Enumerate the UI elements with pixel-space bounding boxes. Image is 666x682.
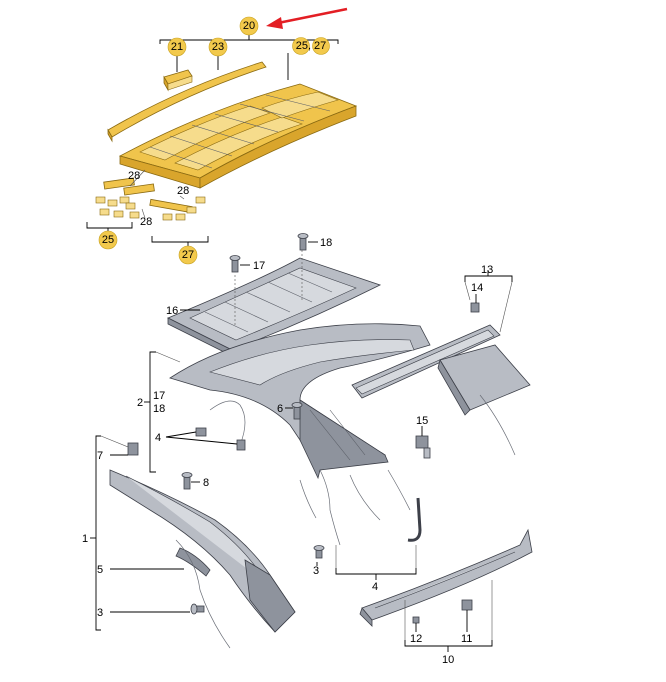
badge-27-label: 27 — [182, 249, 194, 261]
part-23-strip — [107, 61, 267, 143]
clip-icon — [461, 599, 473, 611]
screw-icon — [229, 255, 241, 273]
clip-icon — [127, 442, 139, 456]
label-12: 12 — [410, 633, 422, 645]
badge-23: 23 — [208, 37, 228, 57]
part-16-roof-panel — [167, 250, 382, 357]
clip-icon — [195, 427, 246, 451]
label-16: 16 — [166, 305, 178, 317]
label-6: 6 — [277, 403, 283, 415]
badge-23-label: 23 — [212, 41, 224, 53]
label-18-mid: 18 — [153, 403, 165, 415]
part-2-headliner — [169, 323, 431, 480]
label-3-mid: 3 — [313, 565, 319, 577]
part-28-clips — [95, 177, 206, 221]
label-1: 1 — [82, 533, 88, 545]
badge-20-label: 20 — [243, 20, 255, 32]
part-13-rail — [351, 324, 531, 416]
label-28-c: 28 — [177, 185, 189, 197]
label-3-left: 3 — [97, 607, 103, 619]
part-10-rail — [359, 528, 533, 627]
screw-icon — [190, 603, 205, 615]
label-15: 15 — [416, 415, 428, 427]
badge-21: 21 — [167, 37, 187, 57]
badge-25-27-label: 25, 27 — [296, 40, 327, 52]
label-5: 5 — [97, 564, 103, 576]
label-28-a: 28 — [128, 170, 140, 182]
label-4-left: 4 — [155, 432, 161, 444]
label-11: 11 — [461, 633, 472, 645]
label-13: 13 — [481, 264, 493, 276]
part-5-visor — [175, 547, 211, 577]
label-17-top: 17 — [253, 260, 265, 272]
clip-icon — [415, 435, 431, 459]
screw-icon — [291, 402, 303, 420]
badge-25: 25 — [98, 230, 118, 250]
screw-icon — [297, 233, 309, 251]
label-18-top: 18 — [320, 237, 332, 249]
badge-20: 20 — [239, 16, 259, 36]
roof-frame-assembly — [86, 32, 358, 248]
label-17-mid: 17 — [153, 390, 165, 402]
part-20-roof-frame — [118, 83, 358, 189]
badge-27: 27 — [178, 245, 198, 265]
part-1-trim — [109, 469, 296, 633]
label-7: 7 — [97, 450, 103, 462]
label-4-bottom: 4 — [372, 581, 378, 593]
screw-icon — [181, 472, 193, 490]
badge-25-27: 25, 27 — [292, 37, 330, 55]
badge-25-label: 25 — [102, 234, 114, 246]
clip-icon — [470, 302, 480, 313]
badge-21-label: 21 — [171, 41, 183, 53]
part-21-block — [163, 69, 193, 92]
screw-icon — [313, 545, 325, 559]
label-28-b: 28 — [140, 216, 152, 228]
label-8: 8 — [203, 477, 209, 489]
label-10: 10 — [442, 654, 454, 666]
clip-icon — [412, 616, 420, 624]
red-arrow-icon — [266, 7, 348, 29]
label-2: 2 — [137, 397, 143, 409]
label-14: 14 — [471, 282, 483, 294]
